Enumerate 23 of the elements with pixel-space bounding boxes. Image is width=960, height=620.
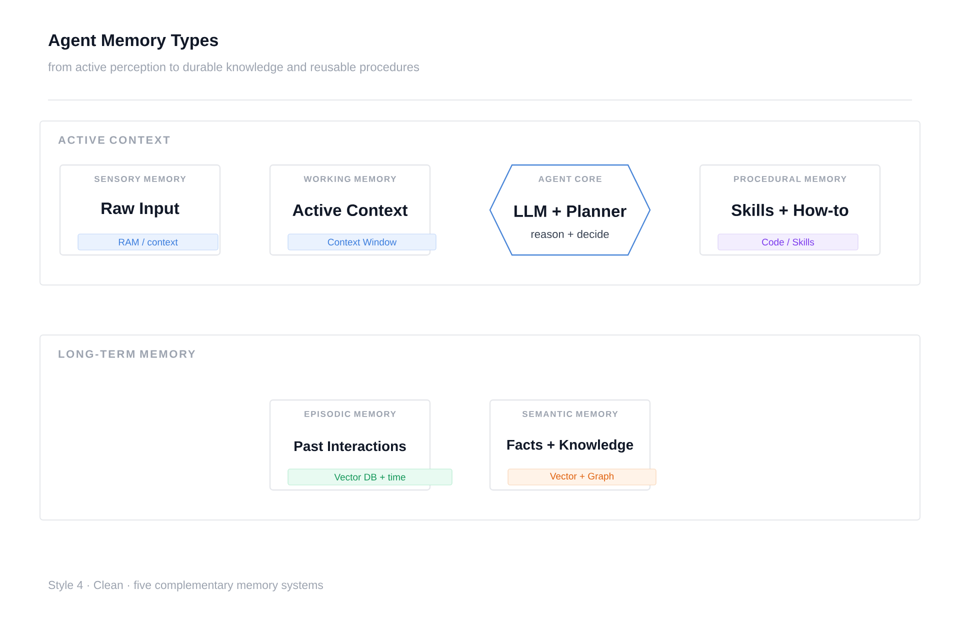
card-heading: PROCEDURAL MEMORY [734,176,846,182]
card-heading: EPISODIC MEMORY [304,411,396,417]
card-title: Skills + How-to [732,204,848,216]
tag-label: RAM / context [78,234,218,250]
title: Agent Memory Types [48,34,218,50]
card-title: Raw Input [102,202,180,218]
group-heading: LONG-TERM MEMORY [58,350,196,358]
card-title: Facts + Knowledge [507,439,634,453]
tag-label: Context Window [288,234,436,250]
card-subtitle: reason + decide [531,230,609,238]
tag-label: Code / Skills [718,234,858,250]
tag-label: Vector + Graph [508,468,656,486]
card-heading: WORKING MEMORY [304,176,396,182]
card-heading: SENSORY MEMORY [94,176,186,182]
tag-label: Vector DB + time [288,468,452,486]
group-heading: ACTIVE CONTEXT [58,136,170,144]
card-title: Past Interactions [294,440,406,452]
card-title: Active Context [292,204,408,216]
card-heading: SEMANTIC MEMORY [522,411,618,417]
card-heading: AGENT CORE [538,176,602,182]
subtitle: from active perception to durable knowledge and reusable procedures [48,62,420,74]
footer-note: Style 4 · Clean · five complementary memory systems [48,580,323,592]
card-title: LLM + Planner [514,204,626,218]
